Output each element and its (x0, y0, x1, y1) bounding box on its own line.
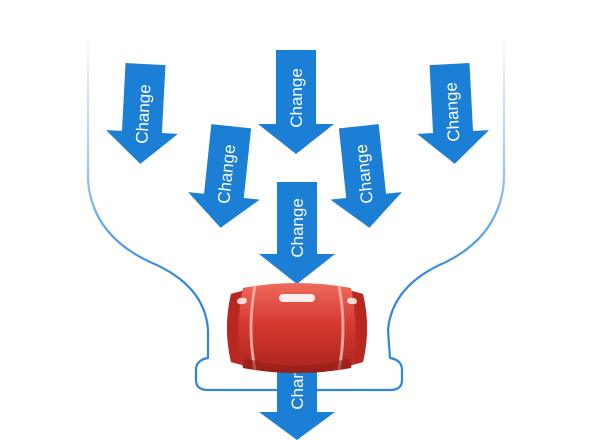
change-arrow-top-center: Change (258, 50, 334, 154)
barrel-icon (227, 283, 367, 373)
change-arrow-center: Change (259, 182, 335, 284)
arrow-label-center: Change (288, 198, 307, 258)
change-arrow-top-left: Change (106, 63, 178, 164)
change-arrow-top-right: Change (417, 63, 489, 164)
arrow-label-top-right: Change (441, 82, 463, 142)
change-arrow-mid-left: Change (188, 124, 260, 228)
arrow-label-top-left: Change (132, 84, 154, 144)
arrow-label-top-center: Change (287, 68, 306, 128)
arrows-layer: Change Change Change Change Change Chang… (106, 50, 489, 440)
change-arrow-mid-right: Change (330, 124, 402, 228)
